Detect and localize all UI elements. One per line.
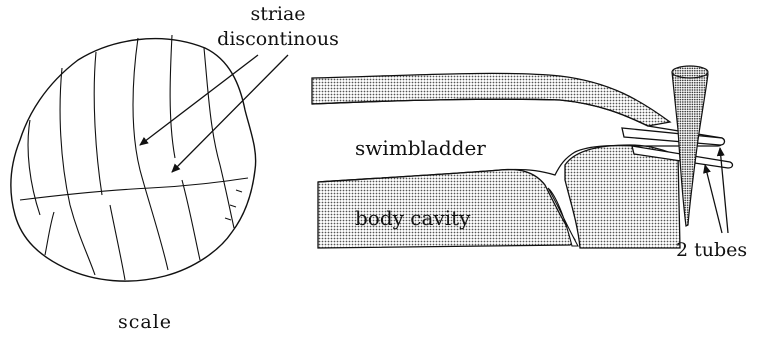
striae-label-line1: striae	[250, 3, 305, 25]
scale-striae	[20, 35, 248, 280]
scale-edge-notches	[225, 190, 242, 220]
tubes-label: 2 tubes	[676, 239, 747, 261]
striae-arrow-2	[172, 55, 288, 172]
swimbladder-figure: swimbladder body cavity 2 tubes	[312, 66, 747, 261]
swimbladder-label: swimbladder	[355, 136, 486, 160]
scale-label: scale	[118, 311, 172, 333]
needle-top	[672, 66, 708, 78]
striae-label-line2: discontinous	[217, 28, 339, 50]
posterior-tissue-block	[565, 145, 680, 248]
body-cavity-label: body cavity	[355, 206, 471, 230]
striae-arrow-1	[140, 55, 258, 145]
scale-figure: scale	[11, 35, 256, 333]
tubes-arrow-1	[705, 165, 722, 233]
